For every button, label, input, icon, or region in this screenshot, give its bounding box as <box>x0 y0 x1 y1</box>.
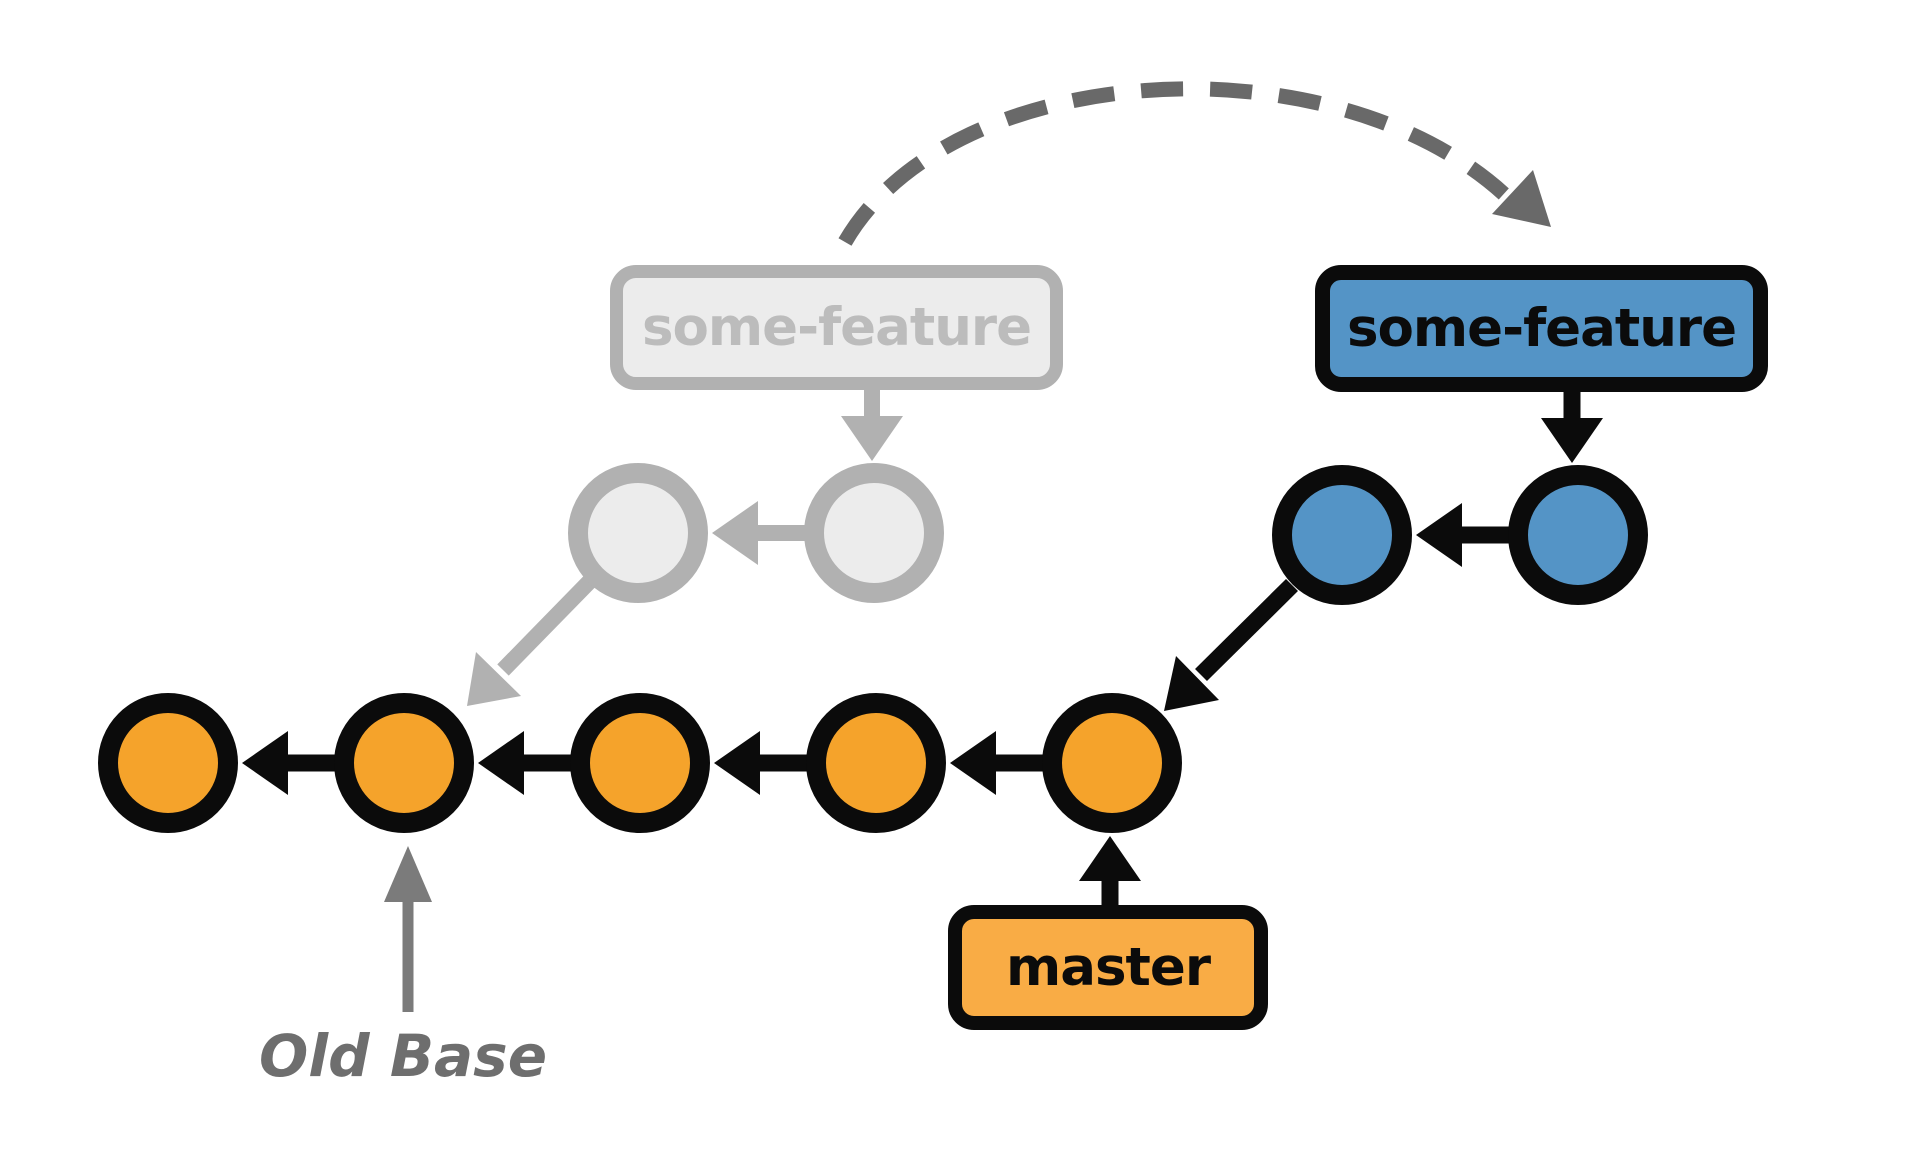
ghost-parent-arrow <box>712 501 806 565</box>
ghost-to-old-base-arrow <box>467 575 596 706</box>
master-branch-label: master <box>948 905 1268 1030</box>
master-branch <box>98 693 1182 907</box>
master-commit-node-5 <box>1042 693 1182 833</box>
feature-to-master-tip-arrow <box>1164 578 1298 711</box>
master-commit-node-1 <box>98 693 238 833</box>
rebased-branch-label-text: some-feature <box>1346 298 1737 359</box>
old-base-pointer-arrow <box>384 846 432 1012</box>
ghost-label-to-commit-arrow <box>841 388 903 461</box>
feature-parent-arrow <box>1416 503 1510 567</box>
master-commit-node-3 <box>570 693 710 833</box>
feature-label-to-commit-arrow <box>1541 390 1603 463</box>
rebase-dashed-arrow <box>838 81 1551 246</box>
master-commit-node-2 <box>334 693 474 833</box>
ghost-branch-label-text: some-feature <box>641 297 1032 358</box>
master-parent-arrow-2 <box>478 731 572 795</box>
rebase-dashed-arc-path <box>838 81 1511 246</box>
ghost-commit-node-2 <box>804 463 944 603</box>
ghost-branch-label: some-feature <box>610 265 1063 390</box>
feature-commit-node-2 <box>1508 465 1648 605</box>
rebased-branch-label: some-feature <box>1315 265 1768 392</box>
feature-commit-node-1 <box>1272 465 1412 605</box>
ghost-feature-branch <box>467 388 944 706</box>
master-branch-label-text: master <box>1006 937 1211 998</box>
ghost-commit-node-1 <box>568 463 708 603</box>
master-parent-arrow-1 <box>242 731 336 795</box>
master-parent-arrow-3 <box>714 731 808 795</box>
old-base-caption: Old Base <box>258 1022 548 1090</box>
master-commit-node-4 <box>806 693 946 833</box>
rebased-feature-branch <box>1164 390 1648 711</box>
master-label-to-tip-arrow <box>1079 836 1141 907</box>
master-parent-arrow-4 <box>950 731 1044 795</box>
rebase-arrowhead <box>1492 170 1551 227</box>
